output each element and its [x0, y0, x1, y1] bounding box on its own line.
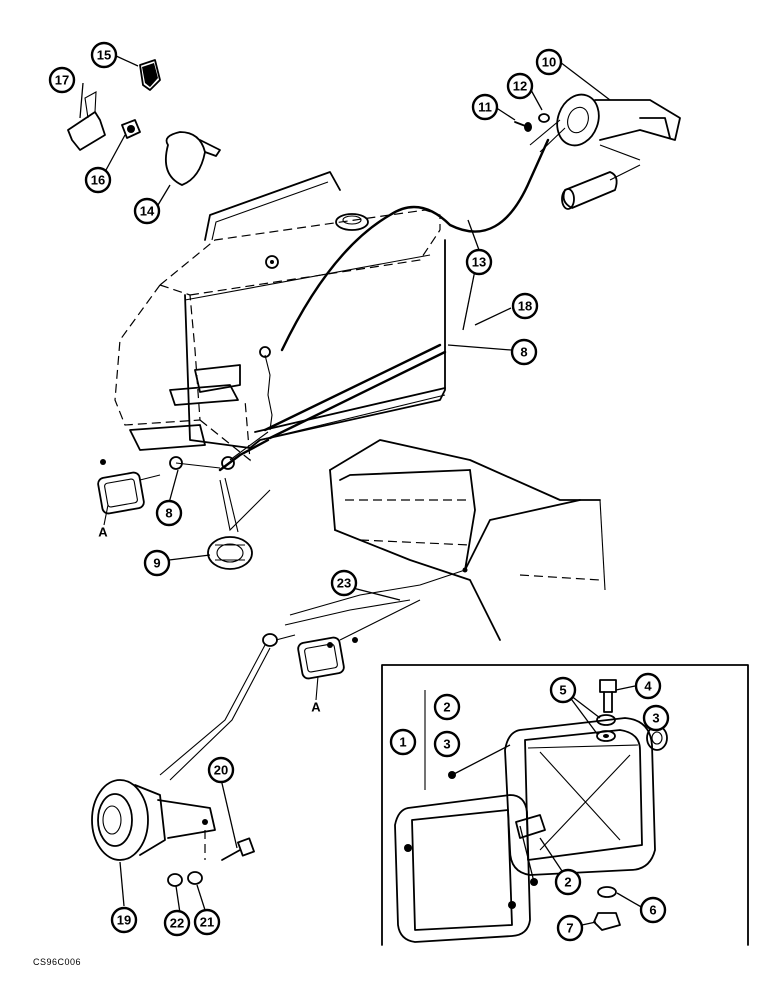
callout-13: 13: [465, 248, 493, 276]
svg-text:14: 14: [140, 204, 155, 219]
clip-15: [139, 59, 161, 91]
callout-14: 14: [133, 197, 161, 225]
callout-12: 12: [506, 72, 534, 100]
clamp-14: [164, 131, 221, 186]
svg-text:1: 1: [399, 735, 406, 750]
callout-3: 3: [433, 730, 461, 758]
svg-text:7: 7: [566, 921, 573, 936]
callout-17: 17: [48, 66, 76, 94]
clip-16: [121, 119, 141, 139]
callout-7: 7: [556, 914, 584, 942]
svg-text:2: 2: [443, 700, 450, 715]
svg-text:3: 3: [443, 737, 450, 752]
callout-9: 9: [143, 549, 171, 577]
horn-19: [91, 779, 216, 861]
callout-15: 15: [90, 41, 118, 69]
work-lamp-left: [97, 459, 161, 526]
bolt-20: [221, 837, 255, 861]
svg-text:13: 13: [472, 255, 486, 270]
svg-text:21: 21: [200, 915, 214, 930]
washer-12: [538, 113, 550, 123]
svg-text:8: 8: [520, 345, 527, 360]
svg-text:5: 5: [559, 683, 566, 698]
callout-6: 6: [639, 896, 667, 924]
callout-2: 2: [554, 868, 582, 896]
svg-text:2: 2: [564, 875, 571, 890]
svg-text:4: 4: [644, 679, 652, 694]
work-lamp-right: [297, 636, 345, 701]
svg-text:3: 3: [652, 711, 659, 726]
callout-3: 3: [642, 704, 670, 732]
svg-text:19: 19: [117, 913, 131, 928]
callout-1: 1: [389, 728, 417, 756]
callout-5: 5: [549, 676, 577, 704]
callout-23: 23: [330, 569, 358, 597]
horn-wire: [159, 644, 266, 776]
connector: [262, 633, 296, 647]
svg-text:18: 18: [518, 299, 532, 314]
callout-8: 8: [510, 338, 538, 366]
svg-text:12: 12: [513, 79, 527, 94]
svg-text:17: 17: [55, 73, 69, 88]
svg-text:6: 6: [649, 903, 656, 918]
bulb-9: [207, 536, 253, 570]
svg-text:22: 22: [170, 916, 184, 931]
svg-text:23: 23: [337, 576, 351, 591]
sender-cable: [280, 138, 550, 352]
callout-8: 8: [155, 499, 183, 527]
harness-23: [284, 567, 468, 648]
nut-22: [167, 873, 183, 887]
callout-16: 16: [84, 166, 112, 194]
screw-11: [514, 121, 532, 132]
bracket-17: [67, 91, 106, 151]
view-mark-a-left: A: [98, 525, 108, 540]
figure-code: CS96C006: [33, 957, 82, 967]
svg-text:20: 20: [214, 763, 228, 778]
callout-18: 18: [511, 292, 539, 320]
leader-lines: [79, 54, 658, 926]
svg-text:11: 11: [478, 100, 492, 115]
callout-20: 20: [207, 756, 235, 784]
callout-2: 2: [433, 693, 461, 721]
callout-22: 22: [163, 909, 191, 937]
lamp-detail-inset: [381, 664, 749, 946]
svg-text:9: 9: [153, 556, 160, 571]
callout-19: 19: [110, 906, 138, 934]
callout-10: 10: [535, 48, 563, 76]
view-mark-a-right: A: [311, 700, 321, 715]
wiring-harness: [169, 343, 447, 533]
cab-frame: [329, 439, 606, 641]
svg-text:8: 8: [165, 506, 172, 521]
washer-21: [187, 871, 203, 885]
svg-text:10: 10: [542, 55, 556, 70]
callout-21: 21: [193, 908, 221, 936]
fuel-tank: [114, 171, 446, 462]
fuel-sender: [556, 93, 681, 210]
callout-4: 4: [634, 672, 662, 700]
svg-text:15: 15: [97, 48, 111, 63]
svg-text:16: 16: [91, 173, 105, 188]
callout-11: 11: [471, 93, 499, 121]
